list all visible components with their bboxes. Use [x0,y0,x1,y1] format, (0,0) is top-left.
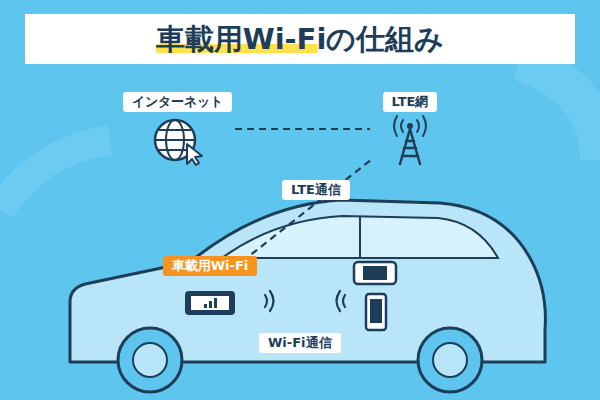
wheel-hub [433,343,467,377]
title-banner: 車載用Wi-Fiの仕組み [25,14,575,64]
dashed-link [235,128,370,130]
node-label: インターネット [123,92,232,112]
wheel [118,328,182,392]
network-node: LTE網 [370,92,450,166]
smartphone [366,294,386,330]
lte-tower-icon [380,114,440,166]
network-node: 車載用Wi-Fi [150,256,270,318]
network-node: インターネット [120,92,235,166]
wheel-hub [133,343,167,377]
globe-icon [143,114,213,166]
wheel [418,328,482,392]
wifi-waves [265,291,345,311]
car-window [222,216,498,258]
window-pillar [359,217,361,258]
title-text: 車載用Wi-Fiの仕組み [156,21,445,57]
node-label: 車載用Wi-Fi [163,256,258,276]
link-label: LTE通信 [282,180,350,200]
dashed-link [249,161,370,256]
background-arc [0,140,110,210]
game-console [354,262,396,284]
node-label: LTE網 [383,92,438,112]
link-label: Wi-Fi通信 [259,333,341,353]
wifi-router-icon [182,288,238,318]
background-arc [520,60,600,160]
